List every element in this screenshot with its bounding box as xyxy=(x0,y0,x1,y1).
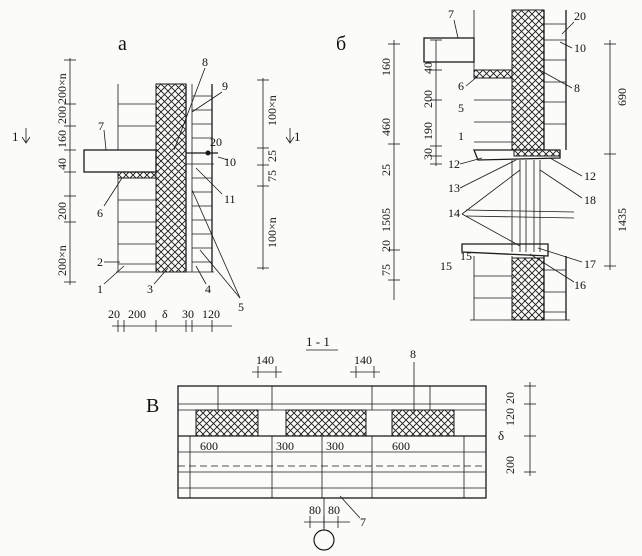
label-a-10: 10 xyxy=(224,155,236,169)
label-b-17: 17 xyxy=(584,257,596,271)
axis-marker-circle xyxy=(313,529,335,551)
label-a-6: 6 xyxy=(97,206,103,220)
label-b-6: 6 xyxy=(458,79,464,93)
view-a-callouts: 1 2 3 4 5 6 7 8 9 10 11 20 xyxy=(97,55,244,314)
dim-b-right-1435: 1435 xyxy=(615,208,629,232)
dim-a-left-6: 200×n xyxy=(55,245,69,276)
dim-b-left-460: 460 xyxy=(379,118,393,136)
dim-a-left-2: 200 xyxy=(55,106,69,124)
section-arrows-a: 1 1 xyxy=(12,128,301,144)
label-b-12-right: 12 xyxy=(584,169,596,183)
dim-b-left-30: 30 xyxy=(421,148,435,160)
view-b-wall xyxy=(423,9,575,321)
label-a-1: 1 xyxy=(97,282,103,296)
label-c-8: 8 xyxy=(410,347,416,361)
label-b-18: 18 xyxy=(584,193,596,207)
label-b-7: 7 xyxy=(448,7,454,21)
dim-a-right-4: 100×n xyxy=(265,217,279,248)
dim-a-left-3: 160 xyxy=(55,130,69,148)
dim-a-left-4: 40 xyxy=(55,158,69,170)
dim-a-bottom-4: 30 xyxy=(182,307,194,321)
view-c-callouts: 8 7 xyxy=(339,347,416,529)
dim-c-bottom-1: 80 xyxy=(309,503,321,517)
dim-b-left-190: 190 xyxy=(421,122,435,140)
label-a-4: 4 xyxy=(205,282,211,296)
view-c-plan xyxy=(177,385,487,499)
dim-b-left-20: 20 xyxy=(379,240,393,252)
label-b-15: 15 xyxy=(460,249,472,263)
label-a-11: 11 xyxy=(224,192,236,206)
label-b-13: 13 xyxy=(448,181,460,195)
dim-b-left-15: 15 xyxy=(440,259,452,273)
section-title: 1 - 1 xyxy=(306,334,330,349)
label-b-10: 10 xyxy=(574,41,586,55)
dim-c-right-200: 200 xyxy=(503,456,517,474)
label-a-7: 7 xyxy=(98,119,104,133)
view-c-title: В xyxy=(146,395,159,417)
label-a-3: 3 xyxy=(147,282,153,296)
dim-a-right-3: 75 xyxy=(265,170,279,182)
label-a-8: 8 xyxy=(202,55,208,69)
section-mark-right: 1 xyxy=(294,129,301,144)
dim-a-left-5: 200 xyxy=(55,202,69,220)
view-b-dims-left: 160 40 200 460 190 30 25 1505 75 20 15 xyxy=(379,39,452,300)
label-c-7: 7 xyxy=(360,515,366,529)
view-b-callouts: 7 20 10 8 6 5 1 12 13 14 12 18 17 16 xyxy=(448,7,596,292)
dim-c-mid-3: 300 xyxy=(326,439,344,453)
dim-a-bottom-3: δ xyxy=(162,307,168,321)
label-b-1: 1 xyxy=(458,129,464,143)
dim-c-mid-4: 600 xyxy=(392,439,410,453)
label-b-20: 20 xyxy=(574,9,586,23)
view-a-dims-right: 100×n 25 75 100×n xyxy=(257,78,279,270)
label-b-16: 16 xyxy=(574,278,586,292)
dim-c-right-delta: δ xyxy=(498,428,504,443)
view-c: В 1 - 1 xyxy=(146,334,536,551)
view-a-dims-left: 200×n 200 160 40 200 200×n xyxy=(55,58,76,285)
label-a-2: 2 xyxy=(97,255,103,269)
view-c-dims-right: 20 120 δ 200 xyxy=(498,382,536,476)
section-mark-left: 1 xyxy=(12,129,19,144)
dim-c-bottom-2: 80 xyxy=(328,503,340,517)
dim-b-left-25: 25 xyxy=(379,164,393,176)
view-c-dims-bottom: 80 80 xyxy=(304,498,350,551)
dim-c-top-2: 140 xyxy=(354,353,372,367)
dim-b-left-160: 160 xyxy=(379,58,393,76)
label-a-20: 20 xyxy=(210,135,222,149)
view-c-dims-top: 140 140 xyxy=(252,353,380,378)
view-a: а xyxy=(12,33,301,332)
label-b-14: 14 xyxy=(448,206,460,220)
dim-b-left-75: 75 xyxy=(379,264,393,276)
dim-b-left-1505: 1505 xyxy=(379,208,393,232)
view-a-wall xyxy=(83,83,218,273)
dim-b-left-200: 200 xyxy=(421,90,435,108)
dim-a-right-1: 100×n xyxy=(265,95,279,126)
dim-b-left-40: 40 xyxy=(421,62,435,74)
view-a-title: а xyxy=(118,33,127,55)
label-a-5: 5 xyxy=(238,300,244,314)
label-b-12-left: 12 xyxy=(448,157,460,171)
view-b-dims-right: 690 1435 xyxy=(604,40,629,270)
dim-a-bottom-1: 20 xyxy=(108,307,120,321)
dim-a-bottom-2: 200 xyxy=(128,307,146,321)
dim-c-mid-2: 300 xyxy=(276,439,294,453)
view-c-dims-mid: 600 300 300 600 xyxy=(178,439,486,453)
label-b-5: 5 xyxy=(458,101,464,115)
view-a-dims-bottom: 20 200 δ 30 120 xyxy=(108,307,232,332)
dim-a-left-1: 200×n xyxy=(55,73,69,104)
dim-c-top-1: 140 xyxy=(256,353,274,367)
view-b: б xyxy=(336,7,629,321)
view-b-title: б xyxy=(336,33,346,55)
dim-b-right-690: 690 xyxy=(615,88,629,106)
dim-a-bottom-5: 120 xyxy=(202,307,220,321)
dim-c-right-20: 20 xyxy=(503,392,517,404)
dim-a-right-2: 25 xyxy=(265,150,279,162)
dim-c-mid-1: 600 xyxy=(200,439,218,453)
label-b-8: 8 xyxy=(574,81,580,95)
label-a-9: 9 xyxy=(222,79,228,93)
dim-c-right-120: 120 xyxy=(503,408,517,426)
